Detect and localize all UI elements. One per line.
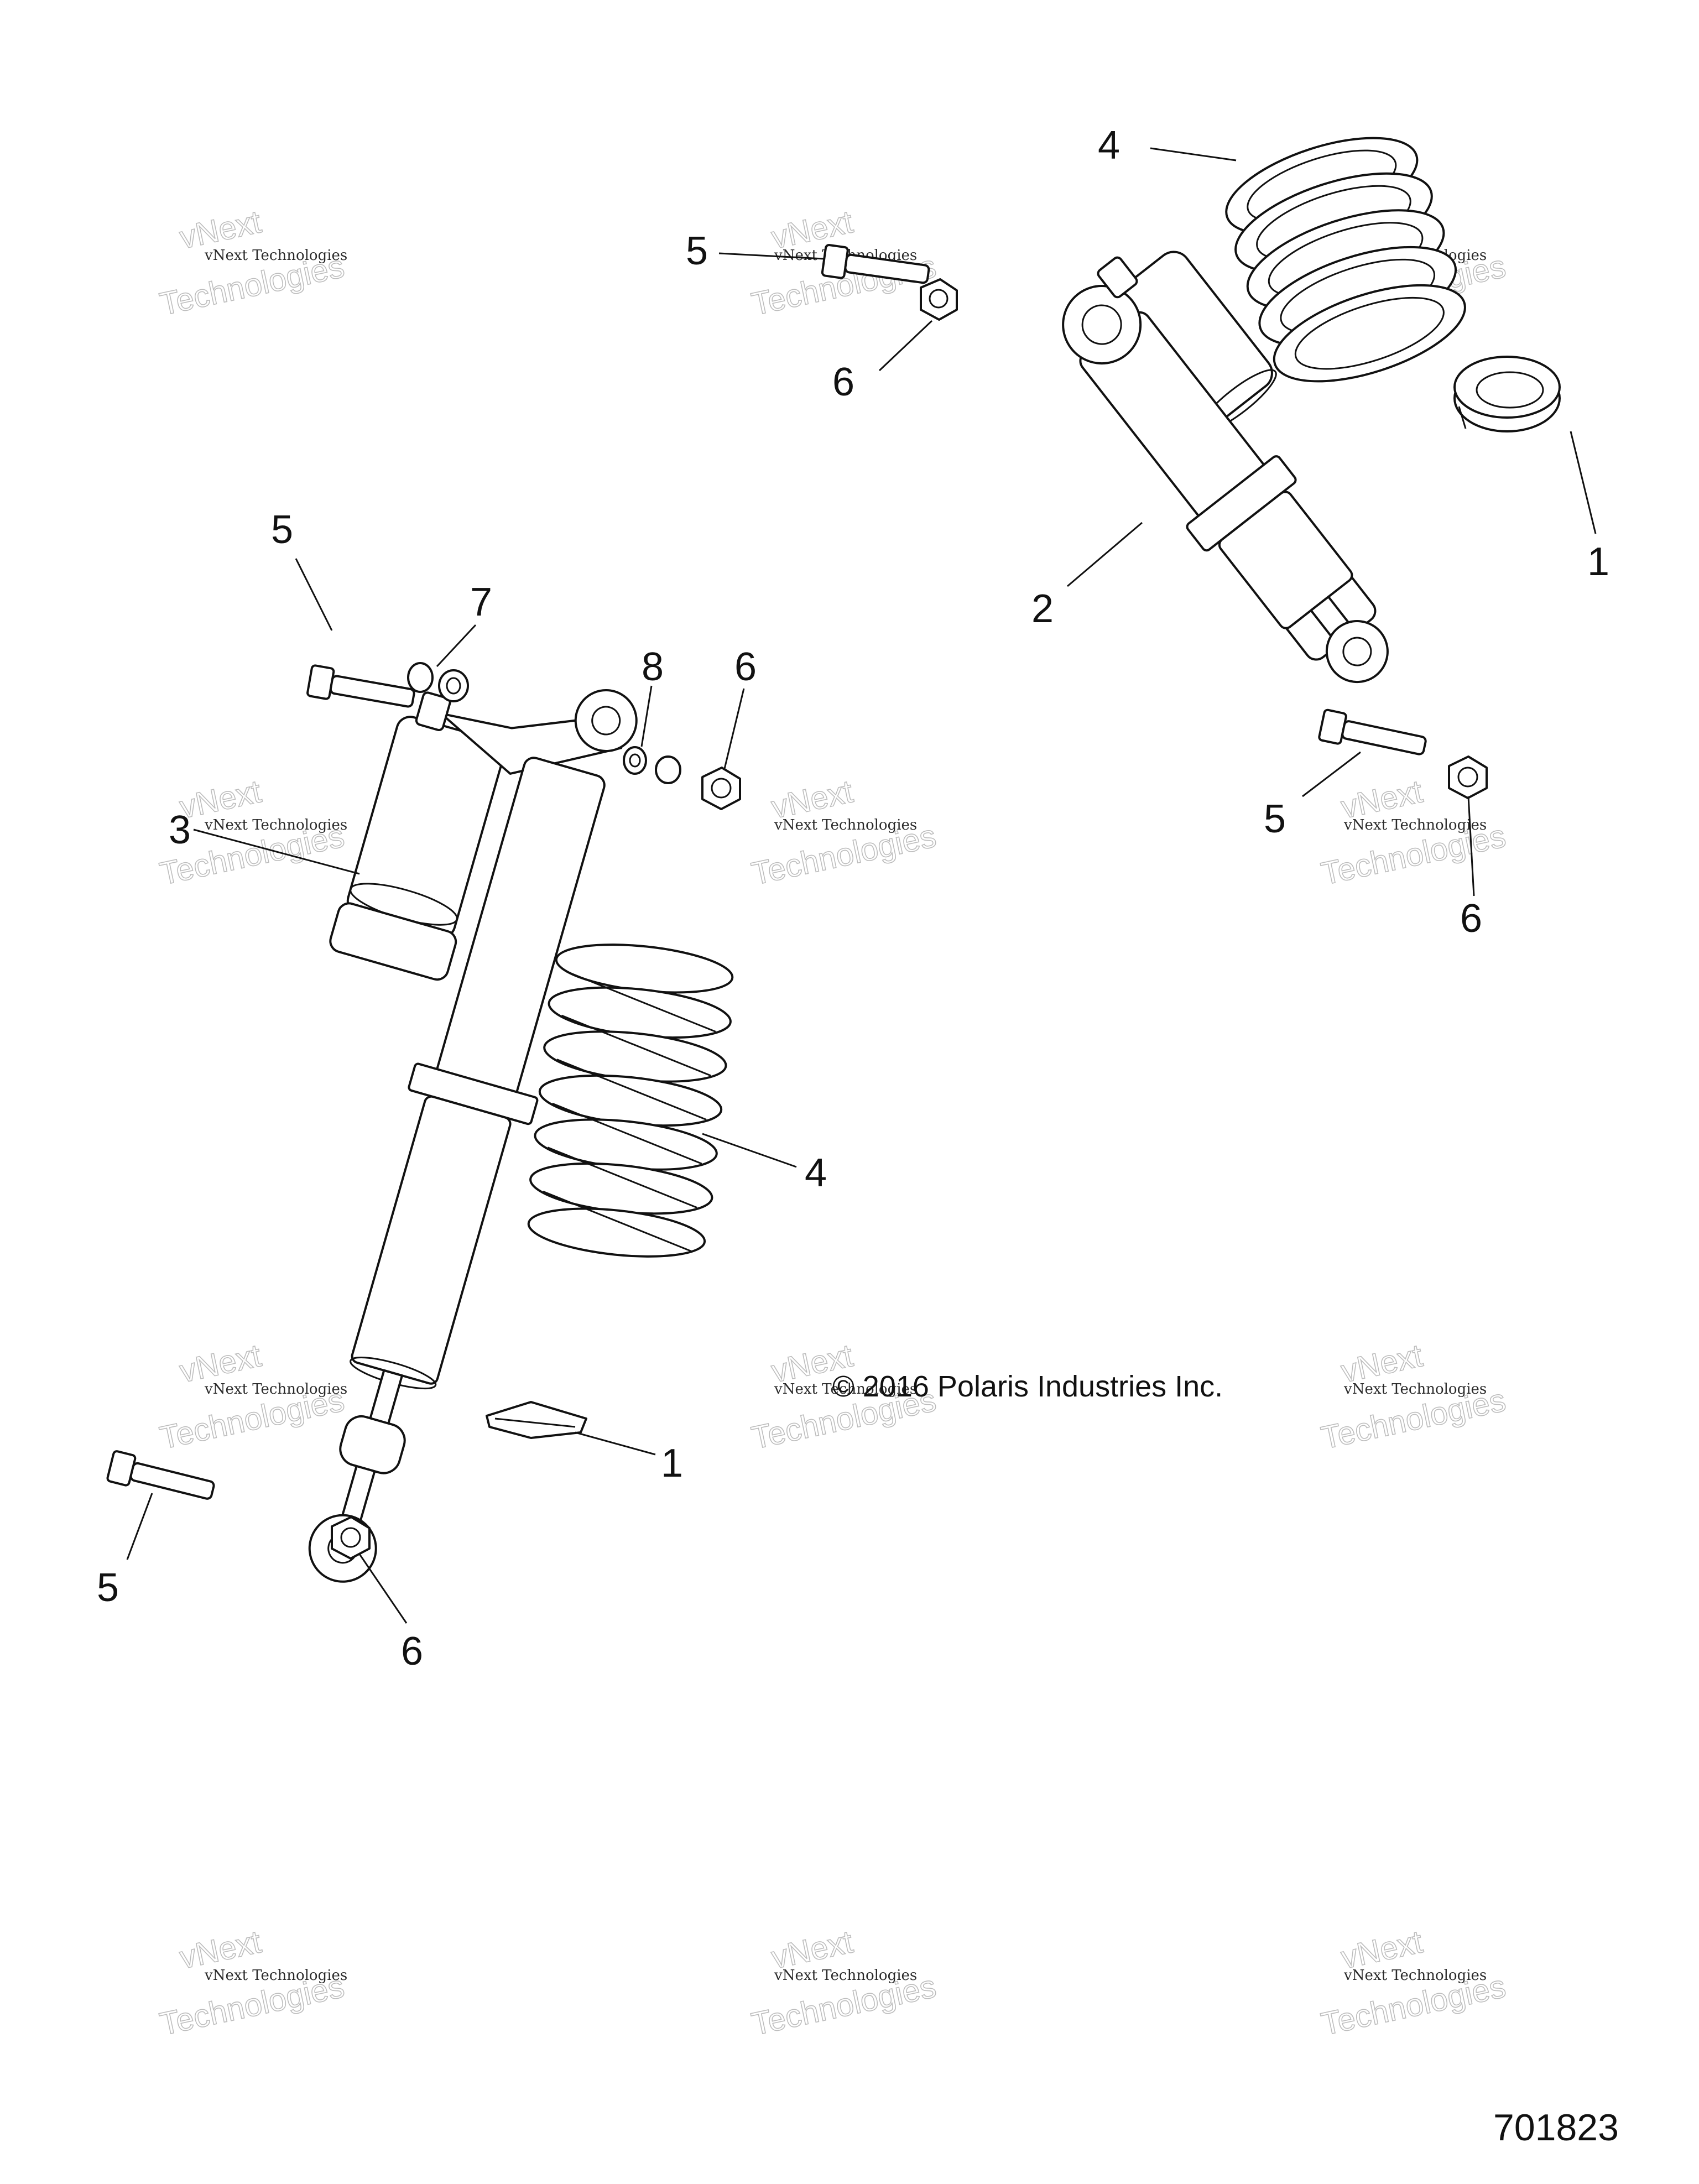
watermark: vNext vNext Technologies Technologies bbox=[748, 1924, 940, 2043]
watermark-group: vNext vNext Technologies Technologies vN… bbox=[157, 204, 1509, 2043]
shock-upper bbox=[1062, 251, 1389, 684]
watermark-small: vNext Technologies bbox=[774, 1381, 917, 1398]
watermark-small: vNext Technologies bbox=[1343, 1967, 1487, 1984]
callout-3[interactable]: 3 bbox=[169, 808, 191, 852]
callout-5-bottom[interactable]: 5 bbox=[97, 1566, 119, 1610]
bolt-top bbox=[821, 244, 930, 284]
callout-8[interactable]: 8 bbox=[642, 645, 664, 689]
spring-top bbox=[1225, 137, 1466, 383]
leader-4-top bbox=[1150, 147, 1237, 161]
leader-7 bbox=[436, 624, 477, 668]
callouts: 4 5 6 1 2 5 7 8 6 3 5 6 4 1 5 6 bbox=[97, 123, 1609, 1674]
leader-5-top bbox=[718, 252, 825, 260]
bolt-left bbox=[306, 664, 415, 708]
callout-6-bottom[interactable]: 6 bbox=[401, 1629, 423, 1674]
nut-right bbox=[1448, 755, 1488, 799]
callout-2[interactable]: 2 bbox=[1031, 587, 1054, 631]
bolt-right bbox=[1318, 708, 1427, 755]
figure-number: 701823 bbox=[1493, 2107, 1619, 2149]
shock-left bbox=[308, 689, 638, 1583]
watermark: vNext vNext Technologies Technologies bbox=[1318, 1924, 1509, 2043]
split-collar-mid bbox=[486, 1401, 587, 1439]
watermark-small: vNext Technologies bbox=[774, 1967, 917, 1984]
leader-5-left bbox=[295, 558, 333, 631]
watermark-small: vNext Technologies bbox=[774, 817, 917, 833]
leader-3 bbox=[193, 828, 360, 875]
callout-7[interactable]: 7 bbox=[470, 580, 492, 624]
callout-1-right[interactable]: 1 bbox=[1587, 540, 1609, 584]
callout-1-mid[interactable]: 1 bbox=[661, 1441, 683, 1485]
callout-5-left[interactable]: 5 bbox=[271, 508, 293, 552]
callout-6-mid[interactable]: 6 bbox=[734, 645, 757, 689]
spring-mid bbox=[527, 944, 734, 1258]
watermark: vNext vNext Technologies Technologies bbox=[748, 773, 940, 893]
bolt-bottom bbox=[106, 1450, 215, 1500]
callout-5-top[interactable]: 5 bbox=[686, 229, 708, 273]
leader-8 bbox=[640, 685, 653, 747]
leader-6-bottom bbox=[358, 1554, 408, 1624]
callout-4-mid[interactable]: 4 bbox=[805, 1151, 827, 1195]
watermark-small: vNext Technologies bbox=[204, 247, 347, 264]
watermark: vNext vNext Technologies Technologies bbox=[1318, 1337, 1509, 1457]
nut-bottom bbox=[331, 1516, 371, 1560]
leader-4-mid bbox=[702, 1133, 797, 1168]
callout-6-right[interactable]: 6 bbox=[1460, 896, 1482, 941]
leader-1-mid bbox=[575, 1431, 656, 1456]
split-collar-right bbox=[1453, 356, 1561, 432]
callout-4-top[interactable]: 4 bbox=[1098, 123, 1120, 168]
leader-6-mid bbox=[723, 688, 745, 769]
leader-lines bbox=[126, 147, 1597, 1624]
callout-5-right[interactable]: 5 bbox=[1264, 797, 1286, 841]
copyright-notice: © 2016 Polaris Industries Inc. bbox=[832, 1370, 1223, 1403]
nut-top bbox=[920, 278, 958, 321]
watermark-small: vNext Technologies bbox=[204, 817, 347, 833]
bushing-7 bbox=[407, 662, 469, 702]
watermark: vNext vNext Technologies Technologies bbox=[157, 1337, 348, 1457]
leader-5-right bbox=[1302, 751, 1361, 798]
leader-5-bottom bbox=[126, 1493, 153, 1560]
watermark-small: vNext Technologies bbox=[1343, 1381, 1487, 1398]
watermark-small: vNext Technologies bbox=[1343, 817, 1487, 833]
leader-6-top bbox=[878, 320, 933, 372]
leader-6-right bbox=[1467, 796, 1475, 896]
watermark: vNext vNext Technologies Technologies bbox=[157, 1924, 348, 2043]
leader-2 bbox=[1067, 522, 1143, 587]
washer-8 bbox=[623, 746, 681, 784]
watermark: vNext vNext Technologies Technologies bbox=[157, 204, 348, 323]
nut-mid bbox=[701, 767, 741, 810]
leader-1-right bbox=[1570, 431, 1597, 534]
watermark-small: vNext Technologies bbox=[204, 1967, 347, 1984]
watermark-small: vNext Technologies bbox=[204, 1381, 347, 1398]
callout-6-top[interactable]: 6 bbox=[832, 360, 854, 404]
